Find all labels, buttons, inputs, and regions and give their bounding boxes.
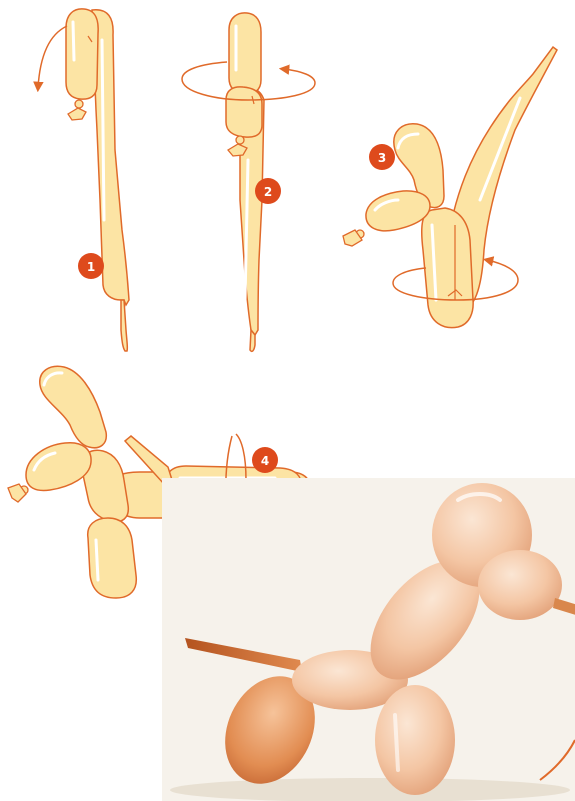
balloon-head <box>40 366 107 447</box>
balloon-tail <box>121 300 127 351</box>
balloon-front-leg <box>88 518 137 598</box>
step-badge: 4 <box>252 447 278 473</box>
step-badge: 3 <box>369 144 395 170</box>
step-3-illustration: 3 <box>343 47 557 328</box>
step-badge: 1 <box>78 253 104 279</box>
knot-icon <box>68 100 86 120</box>
balloon-top-section <box>229 13 261 94</box>
svg-text:2: 2 <box>264 185 272 199</box>
step-1-illustration: 1 <box>38 9 129 351</box>
photo-front-leg <box>375 685 455 795</box>
fold-arrow <box>38 26 67 88</box>
svg-text:4: 4 <box>261 454 269 468</box>
knot-icon <box>8 484 28 502</box>
finished-balloon-dog-photo <box>162 478 575 801</box>
balloon-mid-section <box>226 87 262 137</box>
balloon-tail <box>250 330 255 351</box>
step-2-illustration: 2 <box>182 13 315 352</box>
balloon-folded-top <box>66 9 98 99</box>
knot-icon <box>343 230 364 246</box>
svg-text:3: 3 <box>378 151 386 165</box>
photo-ear <box>478 550 562 620</box>
step-badge: 2 <box>255 178 281 204</box>
balloon-body-loop <box>422 208 473 328</box>
svg-text:1: 1 <box>87 260 95 274</box>
